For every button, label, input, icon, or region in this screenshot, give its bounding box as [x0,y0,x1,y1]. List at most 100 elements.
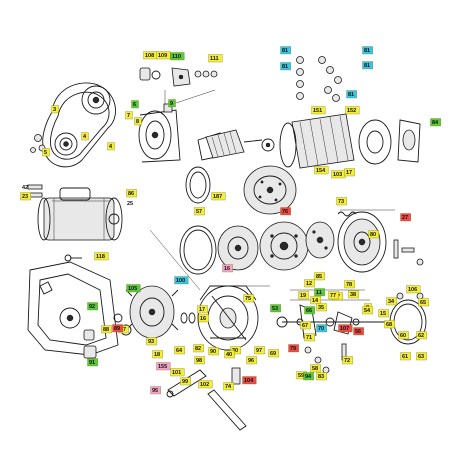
flywheel-disc [243,165,297,215]
part-label-text: 78 [346,282,352,288]
part-label-108: 108 [143,51,158,60]
part-label-tag [353,327,364,336]
part-label-text: 105 [128,286,137,292]
part-label-tag [193,344,204,353]
part-label-98: 98 [194,356,205,365]
part-label-text: 152 [347,108,356,114]
part-label-text: 40 [226,352,232,358]
part-label-79: 79 [288,344,299,353]
part-label-70: 70 [316,324,327,333]
part-label-text: 4 [83,134,87,140]
linkage-parts [304,292,424,374]
part-label-text: 92 [89,304,95,310]
part-label-88: 88 [101,325,112,334]
part-label-text: 17 [346,170,352,176]
part-label-text: 77 [330,293,336,299]
part-label-tag [400,213,411,222]
part-label-30: 30 [230,346,241,355]
rotor-assembly [125,285,179,339]
part-label-text: 54 [364,308,371,314]
part-label-tag [101,325,112,334]
part-label-text: 81 [282,48,288,54]
part-label-tag [87,302,98,311]
part-label-tag [222,264,233,273]
part-label-tag [126,284,141,293]
part-label-64: 64 [174,346,185,355]
part-label-tag [344,280,355,289]
part-label-89: 89 [112,324,123,333]
part-label-text: 73 [338,199,344,205]
part-label-text: 80 [370,232,376,238]
part-label-tag [362,306,373,315]
part-label-187: 187 [211,192,226,201]
part-label-text: 96 [248,358,254,364]
part-label-tag [406,285,421,294]
part-label-74: 74 [223,382,234,391]
part-label-tag [314,288,325,297]
part-label-8: 8 [134,117,142,126]
part-label-text: 118 [96,254,105,260]
part-label-tag [346,90,357,99]
part-label-text: 111 [210,56,219,62]
part-label-text: 81 [364,63,370,69]
belt-cover [42,82,116,168]
part-label-text: 17 [199,307,205,313]
part-label-34: 34 [386,297,397,306]
part-label-15: 15 [378,309,389,318]
part-label-text: 104 [244,378,254,384]
part-label-68: 68 [384,320,395,329]
part-label-text: 87 [120,327,126,333]
part-label-118: 118 [94,252,109,261]
part-label-tag [81,132,89,141]
part-label-text: 12 [306,281,312,287]
part-label-text: 100 [176,278,185,284]
spring-coil [337,211,357,217]
part-label-text: 91 [89,360,95,366]
part-label-tag [198,314,209,323]
part-label-text: 98 [196,358,202,364]
part-label-4: 4 [81,132,89,141]
part-label-tag [316,303,327,312]
part-label-text: 60 [400,333,406,339]
part-label-text: 84 [432,120,439,126]
part-label-67: 67 [300,321,311,330]
part-label-text: 56 [355,329,361,335]
part-label-tag [280,62,291,71]
part-label-text: 62 [418,333,424,339]
part-label-tag [223,382,234,391]
small-screw [64,254,82,262]
brush-holder-stack [296,56,342,102]
part-label-tag [314,166,329,175]
pressure-plate [217,225,259,271]
part-label-text: 42 [22,185,28,191]
part-label-text: 19 [300,293,306,299]
part-label-text: 69 [270,351,276,357]
part-label-tag [398,331,409,340]
part-label-text: 89 [114,326,120,332]
part-label-56: 56 [353,327,364,336]
part-label-text: 18 [154,352,160,358]
part-label-text: 79 [290,346,296,352]
part-label-tag [368,230,379,239]
part-label-100: 100 [174,276,189,285]
crank-pedal [166,367,247,431]
part-label-75: 75 [243,294,254,303]
part-label-tag [254,346,265,355]
part-label-tag [150,386,161,395]
part-label-text: 30 [232,348,238,354]
part-label-text: 58 [312,366,318,372]
part-label-40: 40 [224,350,235,359]
part-label-text: 82 [195,346,201,352]
part-label-tag [378,309,389,318]
part-label-text: 14 [312,298,319,304]
part-label-tag [180,377,191,386]
magneto-housing [197,285,259,351]
part-label-105: 105 [126,284,141,293]
part-label-tag [298,291,309,300]
part-label-text: 16 [200,316,206,322]
part-label-text: 16 [224,266,230,272]
part-label-text: 107 [340,326,349,332]
part-label-text: 15 [380,311,386,317]
part-label-text: 67 [302,323,308,329]
part-label-text: 81 [282,64,288,70]
